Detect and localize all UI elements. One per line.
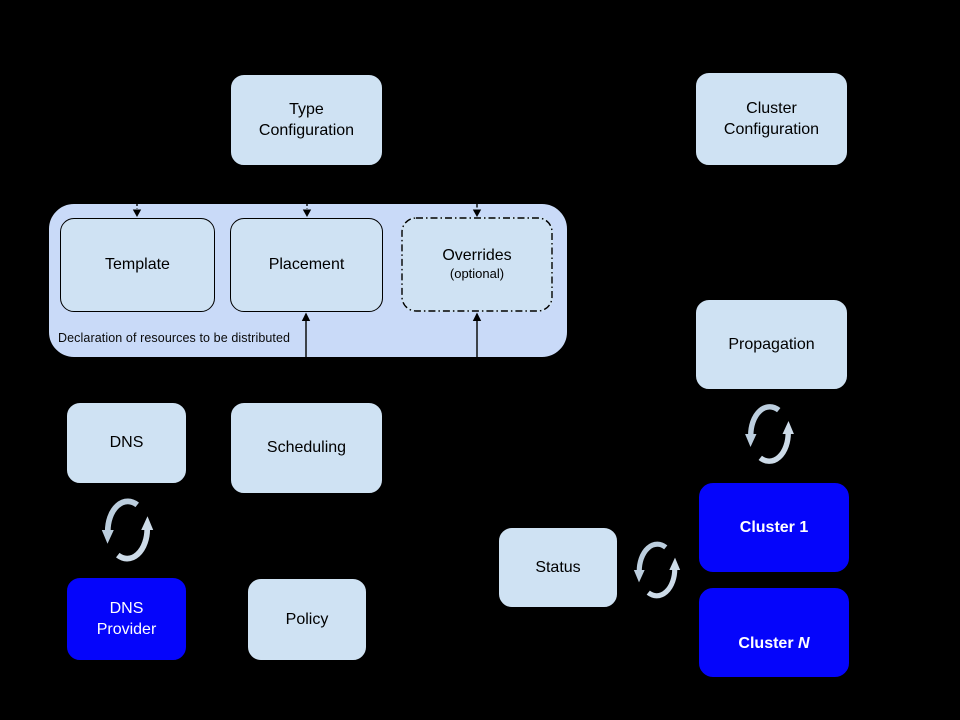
node-overrides-label: Overrides: [442, 247, 512, 265]
node-cluster-1-label: Cluster 1: [739, 518, 809, 536]
sync-icon-status-cluster: [631, 534, 683, 606]
node-dns-provider-label: DNS Provider: [96, 599, 157, 638]
group-caption: Declaration of resources to be distribut…: [58, 331, 291, 345]
node-type-configuration-label: Type Configuration: [258, 100, 355, 139]
node-placement: Placement: [230, 218, 383, 312]
sync-icon-dns-provider: [96, 490, 159, 570]
node-cluster-1: Cluster 1: [698, 482, 850, 573]
node-cluster-configuration: Cluster Configuration: [695, 72, 848, 166]
node-policy: Policy: [247, 578, 367, 661]
node-propagation-label: Propagation: [728, 335, 815, 353]
node-template-label: Template: [105, 256, 170, 274]
node-dns-provider: DNS Provider: [66, 577, 187, 661]
node-scheduling-label: Scheduling: [266, 439, 347, 457]
node-policy-label: Policy: [285, 610, 329, 628]
node-scheduling: Scheduling: [230, 402, 383, 494]
node-template: Template: [60, 218, 215, 312]
node-cluster-n-suffix: N: [798, 634, 810, 652]
node-overrides: Overrides (optional): [401, 217, 553, 312]
node-dns: DNS: [66, 402, 187, 484]
node-propagation: Propagation: [695, 299, 848, 390]
node-overrides-sublabel: (optional): [449, 266, 505, 282]
node-cluster-n-label: Cluster: [738, 634, 798, 652]
node-dns-label: DNS: [109, 434, 144, 452]
node-status: Status: [498, 527, 618, 608]
sync-icon-propagation-cluster: [742, 396, 797, 472]
node-cluster-n: Cluster N: [698, 587, 850, 678]
node-type-configuration: Type Configuration: [230, 74, 383, 166]
node-status-label: Status: [535, 558, 581, 576]
node-cluster-configuration-label: Cluster Configuration: [723, 99, 820, 138]
node-placement-label: Placement: [268, 256, 345, 274]
